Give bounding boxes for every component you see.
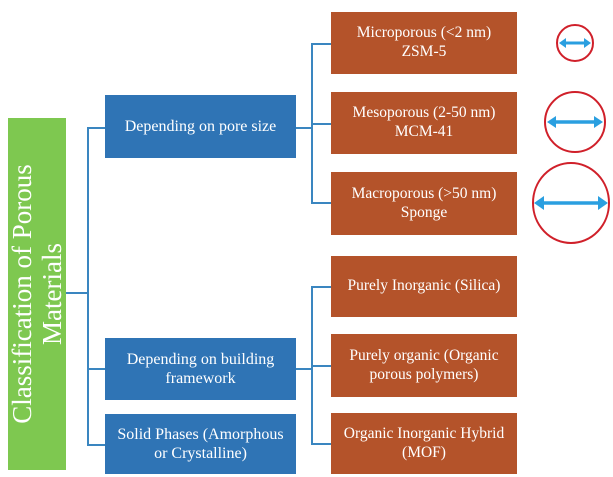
root-classification-title: Classification of Porous Materials bbox=[6, 164, 67, 424]
connector-to-microporous bbox=[311, 43, 331, 45]
connector-pore-size-out bbox=[296, 127, 312, 129]
category-solid-phases-label-1: Solid Phases (Amorphous bbox=[117, 425, 284, 443]
microporous-label: Microporous (<2 nm) bbox=[356, 24, 492, 42]
category-pore-size-box: Depending on pore size bbox=[105, 95, 296, 158]
category-framework-box: Depending on building framework bbox=[105, 338, 296, 400]
connector-root-trunk bbox=[66, 292, 88, 294]
connector-to-framework bbox=[87, 368, 105, 370]
purely-organic-box: Purely organic (Organic porous polymers) bbox=[331, 334, 517, 397]
connector-category-spine bbox=[87, 127, 89, 445]
connector-to-hybrid bbox=[311, 443, 331, 445]
connector-to-purely-organic bbox=[311, 365, 331, 367]
small-pore-circle-icon bbox=[556, 24, 594, 62]
mesoporous-example: MCM-41 bbox=[394, 123, 454, 140]
category-framework-label-1: Depending on building bbox=[126, 350, 275, 368]
connector-to-purely-inorganic bbox=[311, 286, 331, 288]
mesoporous-label: Mesoporous (2-50 nm) bbox=[352, 104, 496, 122]
purely-organic-label-1: Purely organic (Organic bbox=[349, 346, 499, 364]
connector-to-mesoporous bbox=[311, 123, 331, 125]
category-solid-phases-box: Solid Phases (Amorphous or Crystalline) bbox=[105, 414, 296, 474]
microporous-box: Microporous (<2 nm) ZSM-5 bbox=[331, 12, 517, 74]
category-solid-phases-label-2: or Crystalline) bbox=[154, 445, 247, 462]
macroporous-box: Macroporous (>50 nm) Sponge bbox=[331, 172, 517, 235]
large-pore-circle-icon bbox=[532, 162, 610, 244]
mesoporous-box: Mesoporous (2-50 nm) MCM-41 bbox=[331, 92, 517, 154]
connector-to-solid-phases bbox=[87, 444, 105, 446]
category-pore-size-label: Depending on pore size bbox=[124, 117, 277, 135]
category-framework-label-2: framework bbox=[165, 370, 236, 387]
hybrid-label-2: (MOF) bbox=[402, 443, 446, 461]
hybrid-label-1: Organic Inorganic Hybrid bbox=[343, 424, 505, 442]
connector-to-macroporous bbox=[311, 202, 331, 204]
purely-organic-label-2: porous polymers) bbox=[369, 365, 479, 383]
macroporous-example: Sponge bbox=[400, 203, 448, 221]
connector-framework-out bbox=[296, 368, 312, 370]
purely-inorganic-box: Purely Inorganic (Silica) bbox=[331, 256, 517, 317]
purely-inorganic-label: Purely Inorganic (Silica) bbox=[347, 277, 501, 295]
root-classification-box: Classification of Porous Materials bbox=[6, 118, 67, 470]
medium-pore-circle-icon bbox=[544, 91, 606, 153]
microporous-example: ZSM-5 bbox=[401, 43, 447, 60]
macroporous-label: Macroporous (>50 nm) bbox=[351, 184, 497, 202]
hybrid-box: Organic Inorganic Hybrid (MOF) bbox=[331, 413, 517, 474]
connector-to-pore-size bbox=[87, 127, 105, 129]
